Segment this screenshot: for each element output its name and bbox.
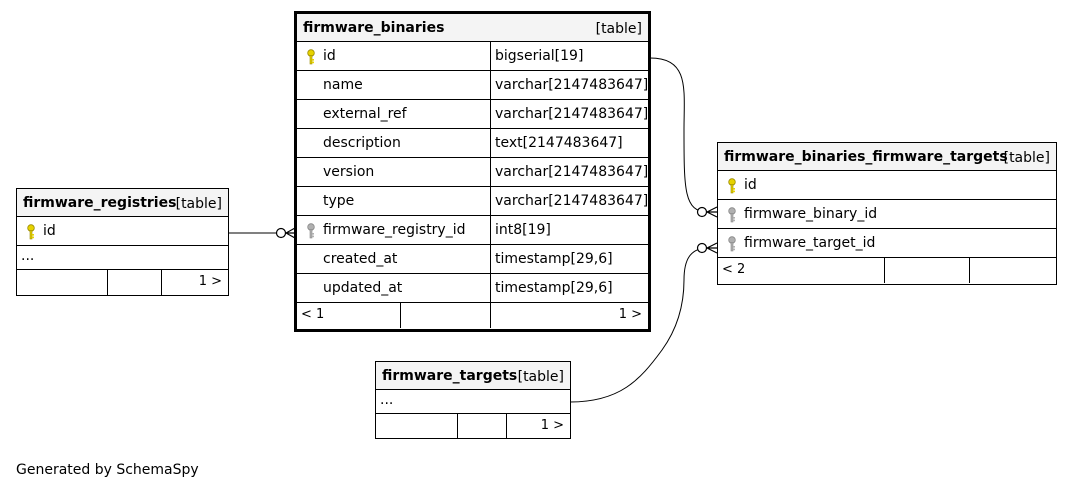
column-row[interactable]: type varchar[2147483647] <box>297 187 648 216</box>
table-name: firmware_registries <box>23 195 177 211</box>
key-icon-foreign <box>728 236 736 252</box>
footer-divider <box>969 258 970 283</box>
key-icon-primary <box>27 224 35 240</box>
ellipsis-row: ... <box>376 390 570 414</box>
footer-divider <box>506 414 507 439</box>
column-row[interactable]: external_ref varchar[2147483647] <box>297 100 648 129</box>
table-footer: < 2 <box>718 258 1056 283</box>
column-type: varchar[2147483647] <box>490 158 648 186</box>
column-row[interactable]: version varchar[2147483647] <box>297 158 648 187</box>
crow-foot-registry <box>285 227 296 239</box>
column-row[interactable]: firmware_registry_id int8[19] <box>297 216 648 245</box>
column-row[interactable]: id bigserial[19] <box>297 42 648 71</box>
table-header: firmware_binaries [table] <box>297 14 648 42</box>
column-type: timestamp[29,6] <box>490 245 613 273</box>
column-name: external_ref <box>323 106 407 122</box>
generated-by-credit: Generated by SchemaSpy <box>16 462 199 478</box>
column-name: description <box>323 135 401 151</box>
column-name: firmware_binary_id <box>744 206 878 222</box>
key-icon-primary <box>307 49 315 65</box>
crow-foot-target <box>706 242 718 254</box>
column-type: int8[19] <box>490 216 551 244</box>
zero-marker-target <box>696 242 708 254</box>
table-name: firmware_binaries <box>303 20 445 36</box>
column-name: firmware_registry_id <box>323 222 466 238</box>
footer-divider <box>161 270 162 295</box>
footer-divider <box>490 303 491 328</box>
footer-divider <box>457 414 458 439</box>
column-row[interactable]: firmware_binary_id <box>718 200 1056 229</box>
footer-divider <box>400 303 401 328</box>
key-icon-foreign <box>728 207 736 223</box>
table-header: firmware_registries [table] <box>17 189 228 217</box>
table-header: firmware_binaries_firmware_targets [tabl… <box>718 143 1056 171</box>
column-type: varchar[2147483647] <box>490 71 648 99</box>
crow-foot-binary <box>706 206 718 218</box>
column-name: id <box>744 177 757 193</box>
column-type: varchar[2147483647] <box>490 187 648 215</box>
table-type: [table] <box>517 369 564 385</box>
column-row[interactable]: firmware_target_id <box>718 229 1056 258</box>
zero-marker-registry <box>275 227 287 239</box>
column-name: id <box>323 48 336 64</box>
column-row[interactable]: id <box>17 217 228 246</box>
column-name: id <box>43 223 56 239</box>
footer-divider <box>107 270 108 295</box>
column-name: type <box>323 193 355 209</box>
column-name: created_at <box>323 251 398 267</box>
column-type: bigserial[19] <box>490 42 583 70</box>
table-name: firmware_targets <box>382 368 518 384</box>
column-row[interactable]: id <box>718 171 1056 200</box>
ellipsis-row: ... <box>17 246 228 270</box>
table-type: [table] <box>1003 150 1050 166</box>
footer-right: 1 > <box>540 418 564 433</box>
column-name: firmware_target_id <box>744 235 876 251</box>
table-header: firmware_targets [table] <box>376 362 570 390</box>
footer-right: 1 > <box>198 274 222 289</box>
table-firmware-targets[interactable]: firmware_targets [table] ... 1 > <box>375 361 571 439</box>
key-icon-primary <box>728 178 736 194</box>
column-row[interactable]: description text[2147483647] <box>297 129 648 158</box>
table-type: [table] <box>595 21 642 37</box>
column-type: timestamp[29,6] <box>490 274 613 302</box>
table-name: firmware_binaries_firmware_targets <box>724 149 1008 165</box>
footer-divider <box>884 258 885 283</box>
key-icon-foreign <box>307 223 315 239</box>
column-name: version <box>323 164 375 180</box>
column-type: varchar[2147483647] <box>490 100 648 128</box>
table-type: [table] <box>175 196 222 212</box>
column-name: updated_at <box>323 280 403 296</box>
footer-left: < 1 <box>301 307 325 322</box>
column-row[interactable]: updated_at timestamp[29,6] <box>297 274 648 303</box>
table-firmware-binaries[interactable]: firmware_binaries [table] id bigserial[19… <box>294 11 651 332</box>
relation-line-target <box>569 247 709 403</box>
footer-right: 1 > <box>618 307 642 322</box>
column-name: name <box>323 77 363 93</box>
column-type: text[2147483647] <box>490 129 623 157</box>
column-row[interactable]: created_at timestamp[29,6] <box>297 245 648 274</box>
table-footer: 1 > <box>376 414 570 439</box>
relation-line-binary <box>649 57 709 213</box>
table-footer: 1 > <box>17 270 228 295</box>
zero-marker-binary <box>696 206 708 218</box>
column-row[interactable]: name varchar[2147483647] <box>297 71 648 100</box>
table-firmware-binaries-firmware-targets[interactable]: firmware_binaries_firmware_targets [tabl… <box>717 142 1057 285</box>
table-firmware-registries[interactable]: firmware_registries [table] id ... 1 > <box>16 188 229 296</box>
table-footer: < 1 1 > <box>297 303 648 328</box>
footer-left: < 2 <box>722 262 746 277</box>
